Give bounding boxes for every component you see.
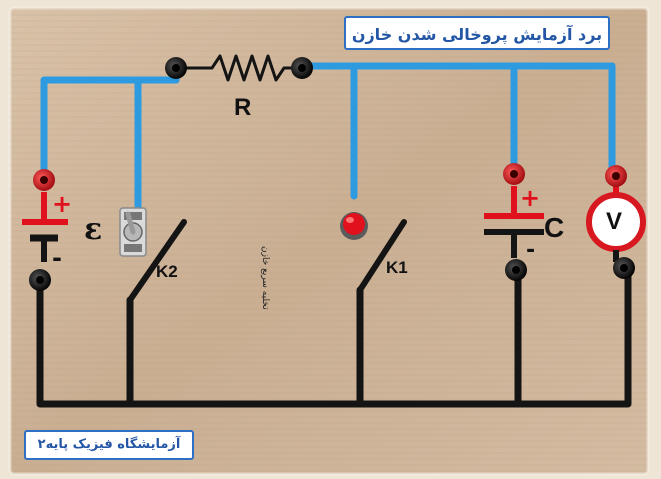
terminal-voltmeter-negative[interactable] [613,257,635,279]
battery-minus-sign: - [52,244,62,272]
terminal-battery-positive[interactable] [33,169,55,191]
terminal-resistor-right[interactable] [291,57,313,79]
battery-icon [22,192,68,262]
label-capacitor: C [544,212,565,243]
capacitor-minus-sign: - [526,238,536,263]
label-voltmeter: V [606,208,623,235]
terminal-capacitor-positive[interactable] [503,163,525,185]
push-button-icon[interactable] [340,212,368,240]
terminal-capacitor-negative[interactable] [505,259,527,281]
lab-footer-label: آزمایشگاه فیزیک پایه۲ [24,430,194,460]
toggle-switch-icon[interactable] [119,207,147,257]
voltmeter-icon [586,184,646,262]
label-switch-k2: K2 [156,262,178,281]
battery-plus-sign: + [52,190,73,218]
switch-k2-icon [127,219,187,303]
terminal-resistor-left[interactable] [165,57,187,79]
fast-discharge-note: تخلیه سریع خازن [260,246,270,310]
label-resistor: R [234,94,252,121]
board-title: برد آزمایش پروخالی شدن خازن [344,16,610,50]
label-battery-emf: ε [84,212,103,247]
capacitor-plus-sign: + [520,184,541,212]
black-wires [36,264,632,408]
resistor-icon [186,54,300,82]
switch-k1-icon [357,219,407,293]
terminal-voltmeter-positive[interactable] [605,165,627,187]
terminal-battery-negative[interactable] [29,269,51,291]
capacitor-icon [484,186,544,258]
label-switch-k1: K1 [386,258,408,277]
